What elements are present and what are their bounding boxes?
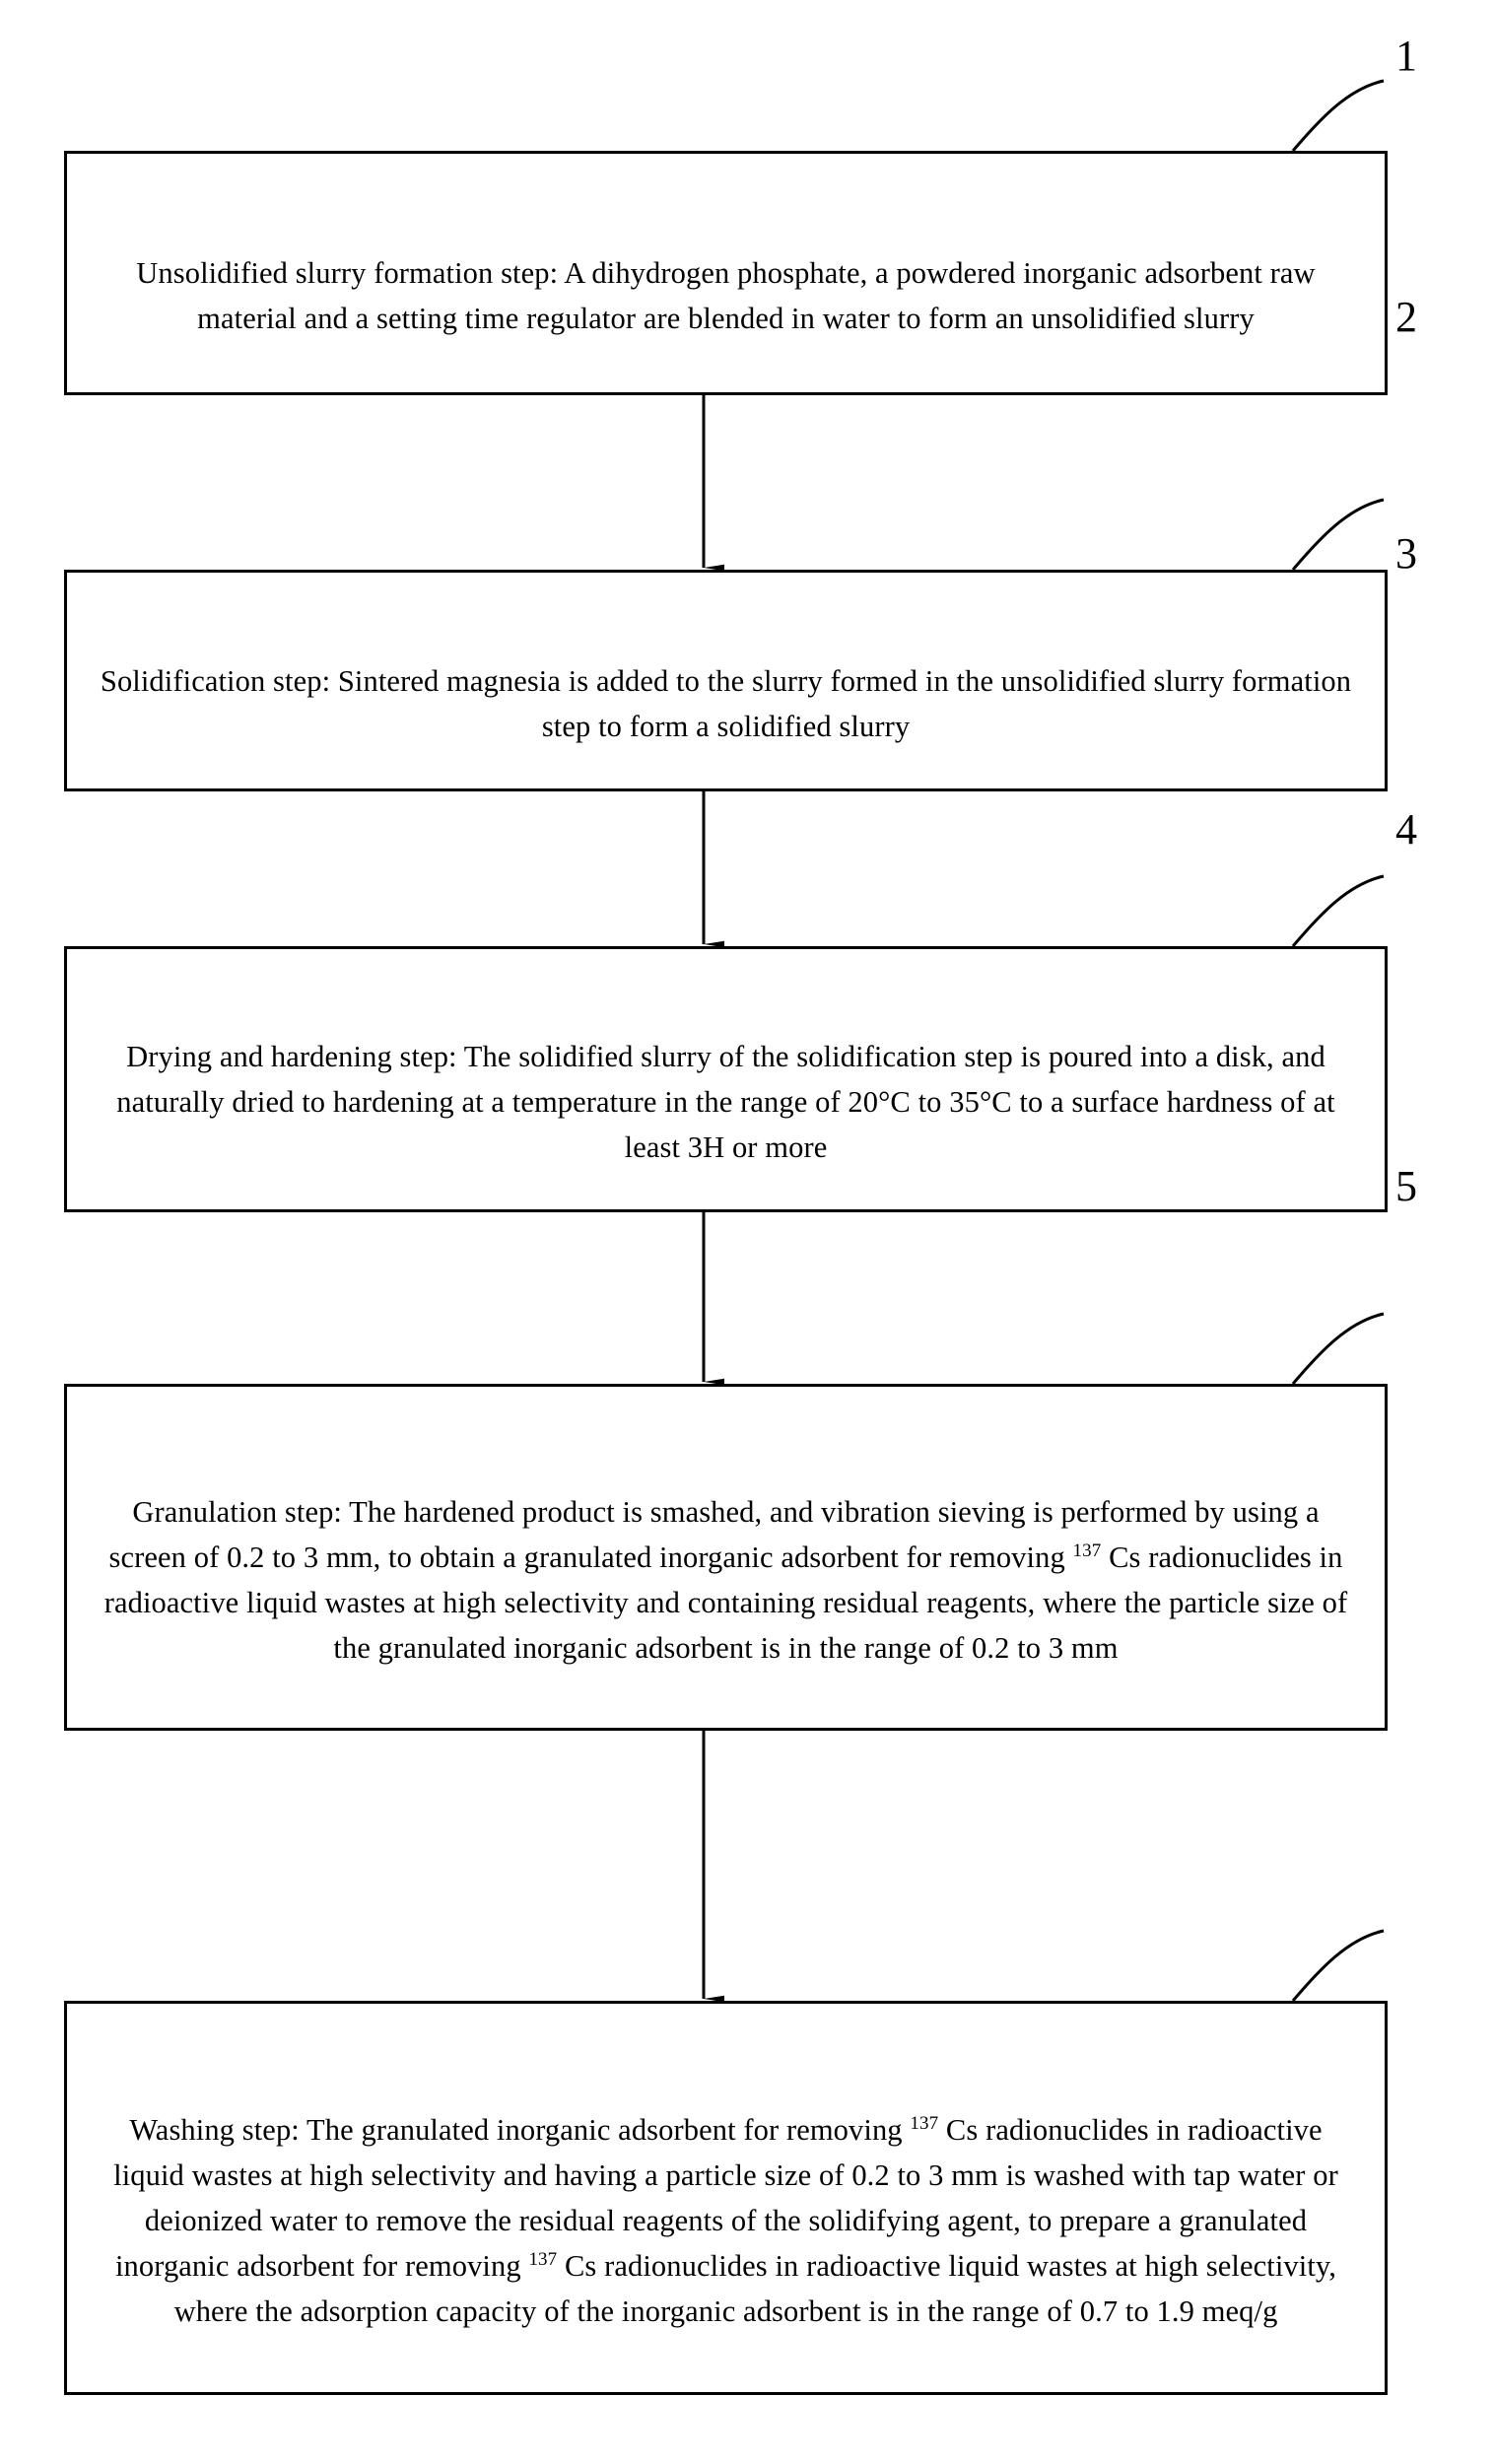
callout-number-4: 4 [1395, 805, 1417, 854]
isotope-superscript-137-second: 137 [528, 2248, 558, 2270]
step-text: Unsolidified slurry formation step: A di… [136, 256, 1316, 335]
process-box-washing-step[interactable]: Washing step: The granulated inorganic a… [64, 2001, 1388, 2395]
process-box-text: Washing step: The granulated inorganic a… [67, 2062, 1385, 2334]
process-box-text: Unsolidified slurry formation step: A di… [67, 205, 1385, 341]
process-box-text: Granulation step: The hardened product i… [67, 1444, 1385, 1671]
callout-leader-5 [1291, 1929, 1385, 2002]
callout-leader-2 [1291, 498, 1385, 571]
step-text-part-1: Granulation step: The hardened product i… [108, 1495, 1320, 1574]
step-text-part-1: Washing step: The granulated inorganic a… [129, 2113, 911, 2147]
callout-number-5: 5 [1395, 1162, 1417, 1210]
callout-leader-1 [1291, 79, 1385, 152]
callout-leader-3 [1291, 874, 1385, 947]
callout-number-3: 3 [1395, 529, 1417, 578]
process-box-text: Solidification step: Sintered magnesia i… [67, 613, 1385, 749]
callout-leader-4 [1291, 1312, 1385, 1385]
step-text: Drying and hardening step: The solidifie… [116, 1040, 1335, 1164]
callout-number-2: 2 [1395, 293, 1417, 341]
process-box-granulation-step[interactable]: Granulation step: The hardened product i… [64, 1384, 1388, 1731]
process-box-unsolidified-slurry-formation-step[interactable]: Unsolidified slurry formation step: A di… [64, 151, 1388, 395]
step-text: Solidification step: Sintered magnesia i… [100, 663, 1352, 743]
isotope-superscript-137: 137 [910, 2112, 939, 2134]
process-box-solidification-step[interactable]: Solidification step: Sintered magnesia i… [64, 570, 1388, 791]
process-box-drying-and-hardening-step[interactable]: Drying and hardening step: The solidifie… [64, 946, 1388, 1212]
step-text-part-2: Cs radionuclides in radioactive liquid w… [103, 1540, 1348, 1665]
process-box-text: Drying and hardening step: The solidifie… [67, 989, 1385, 1170]
step-text-part-2: Cs radionuclides in radioactive liquid w… [113, 2113, 1338, 2283]
isotope-superscript-137: 137 [1072, 1540, 1102, 1561]
callout-number-1: 1 [1395, 32, 1417, 80]
step-text-part-3: Cs radionuclides in radioactive liquid w… [173, 2249, 1337, 2328]
